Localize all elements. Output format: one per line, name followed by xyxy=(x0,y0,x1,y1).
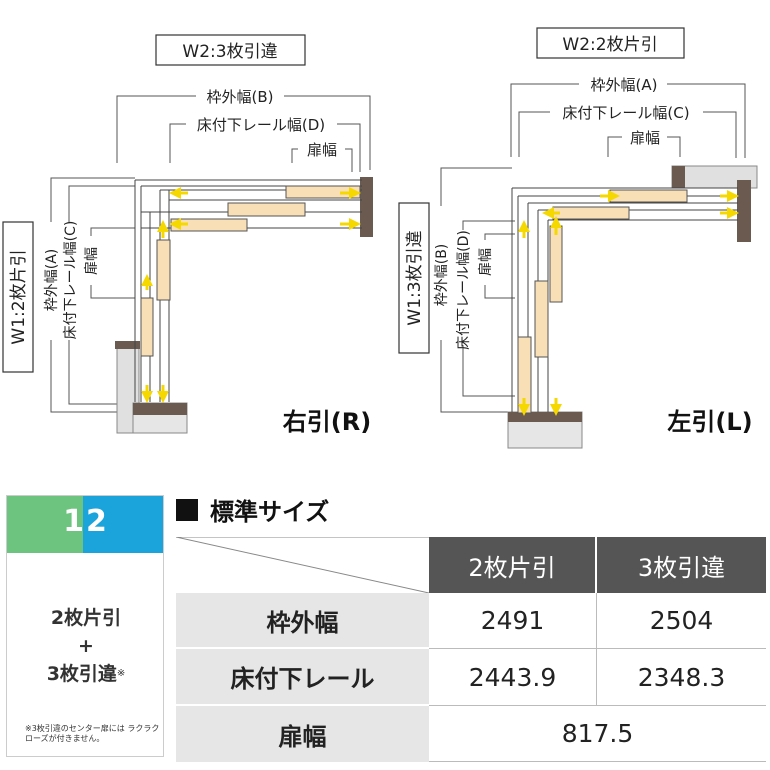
w2-title-2: W2:2枚片引 xyxy=(562,35,657,55)
left-sliding-diagram: W2:2枚片引 枠外幅(A) 床付下レール幅(C) 扉幅 W1:3枚引違 枠外幅… xyxy=(398,27,758,449)
door-h-2-2 xyxy=(552,206,630,220)
dim-door-width-2: 扉幅 xyxy=(630,129,660,147)
standard-size-title: 標準サイズ xyxy=(176,492,329,527)
vdim-door-width: 扉幅 xyxy=(84,247,100,275)
caption-right-sliding: 右引(R) xyxy=(283,408,371,436)
dim-rail-width-d: 床付下レール幅(D) xyxy=(197,116,325,134)
vdim-frame-width-a: 枠外幅(A) xyxy=(44,249,60,312)
standard-size-table: 2枚片引 3枚引違 枠外幅 2491 2504 床付下レール 2443.9 23… xyxy=(176,537,766,762)
wall-right xyxy=(360,177,373,237)
value-floor-rail-2-panel: 2443.9 xyxy=(429,649,597,706)
dim-door-width: 扉幅 xyxy=(307,141,337,159)
badge-header xyxy=(7,496,163,553)
vdim-rail-width-c: 床付下レール幅(C) xyxy=(63,221,79,340)
vdim-door-width-2: 扉幅 xyxy=(478,248,494,276)
w2-title-box-2 xyxy=(536,27,685,59)
badge-line3: 3枚引違※ xyxy=(46,663,126,685)
w1-title-2: W1:3枚引違 xyxy=(405,230,425,325)
badge-green-block xyxy=(7,496,83,553)
right-sliding-diagram: W2:3枚引違 枠外幅(B) 床付下レール幅(D) 扉幅 W1:2枚片引 枠外幅… xyxy=(2,34,373,436)
col-header-2-panel: 2枚片引 xyxy=(429,537,597,593)
wall-top-cap-2 xyxy=(672,166,685,188)
dim-frame-width-b: 枠外幅(B) xyxy=(207,88,274,106)
door-layout-diagram: W2:3枚引違 枠外幅(B) 床付下レール幅(D) 扉幅 W1:2枚片引 枠外幅… xyxy=(2,27,758,449)
title-square-icon xyxy=(176,498,198,521)
row-header-floor-rail: 床付下レール xyxy=(176,649,429,706)
w2-title: W2:3枚引違 xyxy=(182,42,277,62)
badge-number: 12 xyxy=(63,504,109,539)
door-v-2-2 xyxy=(534,280,549,358)
door-v-1 xyxy=(156,239,171,301)
value-floor-rail-3-panel: 2348.3 xyxy=(597,649,766,706)
badge-note: ※3枚引違のセンター扉には ラクラクローズが付きません。 xyxy=(25,724,160,743)
w1-title-box-2 xyxy=(398,202,430,354)
caption-left-sliding: 左引(L) xyxy=(667,408,752,436)
w1-title-box xyxy=(2,221,34,373)
wall-base-cap xyxy=(133,403,187,415)
dim-frame-width-a-2: 枠外幅(A) xyxy=(591,76,658,94)
wall-cap-bottom xyxy=(115,341,140,349)
door-v-1-2 xyxy=(549,225,563,303)
col-header-3-panel: 3枚引違 xyxy=(597,537,766,593)
combination-badge: 12 2枚片引 + 3枚引違※ ※3枚引違のセンター扉には ラクラクローズが付き… xyxy=(6,495,164,757)
vdim-rail-width-d-2: 床付下レール幅(D) xyxy=(456,230,472,350)
row-header-frame-width: 枠外幅 xyxy=(176,593,429,649)
value-frame-width-3-panel: 2504 xyxy=(597,593,766,649)
door-h-1-2 xyxy=(609,189,688,203)
w2-title-box xyxy=(155,34,306,66)
door-v-2 xyxy=(140,297,154,357)
badge-line1: 2枚片引 xyxy=(50,607,122,629)
row-header-door-width: 扉幅 xyxy=(176,706,429,762)
badge-description: 2枚片引 + 3枚引違※ xyxy=(7,604,165,688)
value-door-width: 817.5 xyxy=(429,706,766,762)
vdim-frame-width-b-2: 枠外幅(B) xyxy=(434,244,450,307)
door-h-2 xyxy=(227,202,306,217)
corner-cell xyxy=(176,537,429,593)
wall-right-2 xyxy=(737,180,751,242)
w1-title: W1:2枚片引 xyxy=(9,249,29,344)
value-frame-width-2-panel: 2491 xyxy=(429,593,597,649)
badge-blue-block xyxy=(83,496,163,553)
badge-line2: + xyxy=(78,635,94,657)
dim-rail-width-c-2: 床付下レール幅(C) xyxy=(562,104,689,122)
wall-base-cap-2 xyxy=(508,412,582,422)
